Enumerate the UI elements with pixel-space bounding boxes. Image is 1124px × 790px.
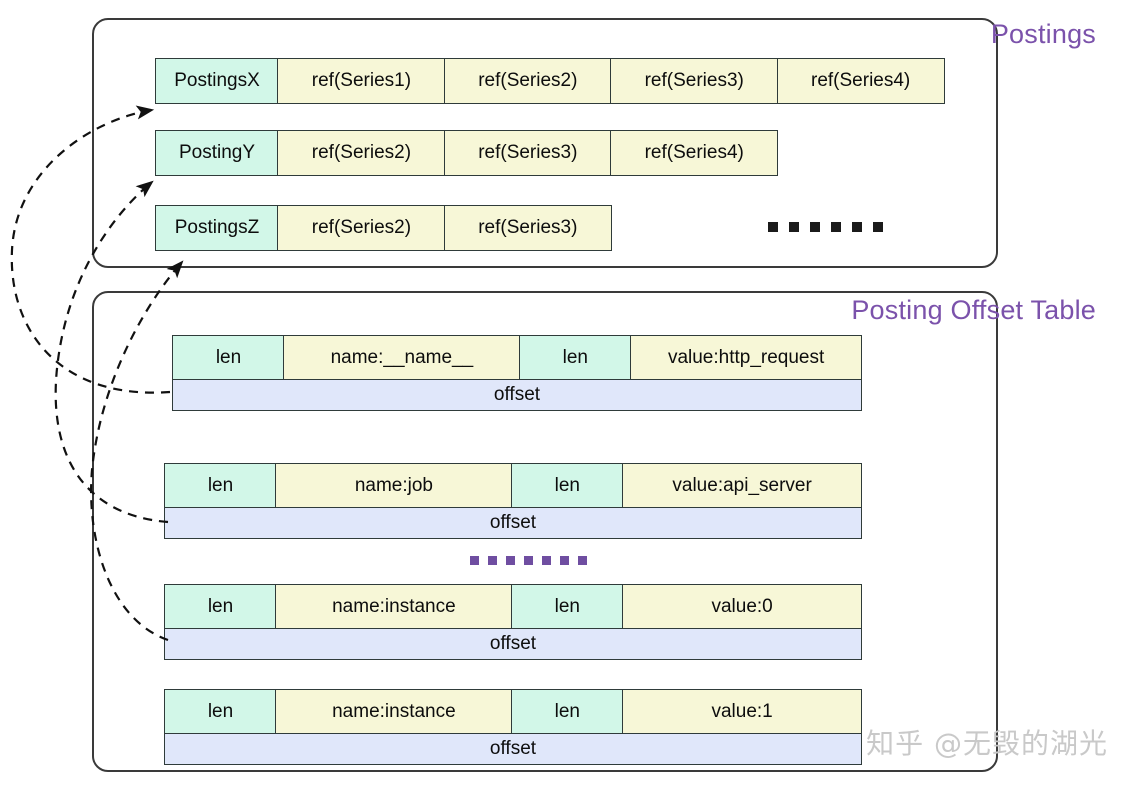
len-cell: len xyxy=(510,689,624,735)
value-cell: value:http_request xyxy=(630,335,862,381)
offset-entry-header: len name:__name__ len value:http_request xyxy=(172,335,862,381)
postings-ref-cell: ref(Series2) xyxy=(443,58,612,104)
len-cell: len xyxy=(510,584,624,630)
postings-ref-cell: ref(Series3) xyxy=(610,58,779,104)
postings-ref-cell: ref(Series4) xyxy=(610,130,779,176)
offset-entry: len name:job len value:api_server offset xyxy=(164,463,862,540)
offset-entry-footer: offset xyxy=(164,733,862,766)
ellipsis-dot xyxy=(524,556,533,565)
offset-cell: offset xyxy=(164,628,862,661)
ellipsis-dot xyxy=(542,556,551,565)
postings-key-cell: PostingsZ xyxy=(155,205,279,251)
name-cell: name:instance xyxy=(275,584,513,630)
ellipsis-dot xyxy=(789,222,799,232)
ellipsis-dot xyxy=(831,222,841,232)
offset-entry-footer: offset xyxy=(164,628,862,661)
value-cell: value:0 xyxy=(622,584,862,630)
ellipsis-dot xyxy=(768,222,778,232)
watermark: 知乎 @无毁的湖光 xyxy=(866,727,1108,760)
offset-table-ellipsis xyxy=(470,556,587,565)
len-cell: len xyxy=(164,689,277,735)
offset-entry: len name:instance len value:0 offset xyxy=(164,584,862,661)
postings-ref-cell: ref(Series3) xyxy=(443,205,612,251)
offset-entry-footer: offset xyxy=(164,507,862,540)
postings-row: PostingY ref(Series2) ref(Series3) ref(S… xyxy=(155,130,779,176)
ellipsis-dot xyxy=(852,222,862,232)
offset-entry: len name:instance len value:1 offset xyxy=(164,689,862,766)
postings-ref-cell: ref(Series1) xyxy=(277,58,446,104)
name-cell: name:__name__ xyxy=(283,335,521,381)
offset-cell: offset xyxy=(164,507,862,540)
postings-title: Postings xyxy=(990,19,1096,49)
ellipsis-dot xyxy=(578,556,587,565)
ellipsis-dot xyxy=(873,222,883,232)
offset-entry-header: len name:instance len value:0 xyxy=(164,584,862,630)
postings-row: PostingsX ref(Series1) ref(Series2) ref(… xyxy=(155,58,945,104)
postings-ref-cell: ref(Series4) xyxy=(776,58,945,104)
name-cell: name:instance xyxy=(275,689,513,735)
ellipsis-dot xyxy=(560,556,569,565)
offset-cell: offset xyxy=(172,379,862,412)
offset-entry: len name:__name__ len value:http_request… xyxy=(172,335,862,412)
ellipsis-dot xyxy=(506,556,515,565)
postings-key-cell: PostingY xyxy=(155,130,279,176)
len-cell: len xyxy=(164,584,277,630)
offset-entry-footer: offset xyxy=(172,379,862,412)
value-cell: value:api_server xyxy=(622,463,862,509)
len-cell: len xyxy=(518,335,632,381)
postings-ref-cell: ref(Series2) xyxy=(277,130,446,176)
len-cell: len xyxy=(510,463,624,509)
len-cell: len xyxy=(172,335,285,381)
offset-cell: offset xyxy=(164,733,862,766)
ellipsis-dot xyxy=(470,556,479,565)
ellipsis-dot xyxy=(488,556,497,565)
ellipsis-dot xyxy=(810,222,820,232)
postings-ref-cell: ref(Series3) xyxy=(443,130,612,176)
postings-key-cell: PostingsX xyxy=(155,58,279,104)
postings-row: PostingsZ ref(Series2) ref(Series3) xyxy=(155,205,612,251)
posting-offset-table-title: Posting Offset Table xyxy=(851,295,1096,325)
len-cell: len xyxy=(164,463,277,509)
postings-ref-cell: ref(Series2) xyxy=(277,205,446,251)
offset-entry-header: len name:job len value:api_server xyxy=(164,463,862,509)
offset-entry-header: len name:instance len value:1 xyxy=(164,689,862,735)
value-cell: value:1 xyxy=(622,689,862,735)
postings-ellipsis xyxy=(768,222,883,232)
name-cell: name:job xyxy=(275,463,513,509)
